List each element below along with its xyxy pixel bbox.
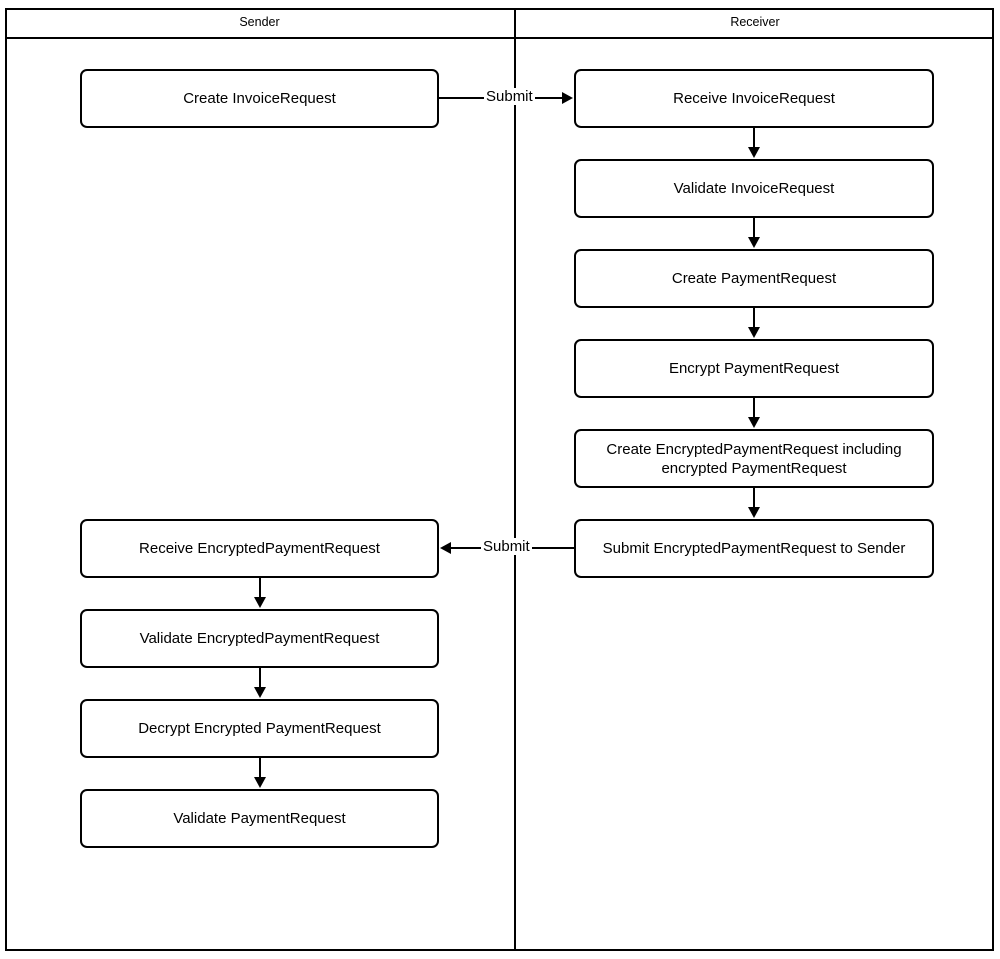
swimlane-header-divider <box>5 37 994 39</box>
connector-r5-to-r6 <box>748 488 760 518</box>
connector-r3-to-r4 <box>748 308 760 338</box>
node-create-encryptedpaymentrequest[interactable]: Create EncryptedPaymentRequest including… <box>574 429 934 488</box>
node-create-invoicerequest[interactable]: Create InvoiceRequest <box>80 69 439 128</box>
swimlane-vertical-divider <box>514 8 516 951</box>
edge-label-submit-encryptedpaymentrequest: Submit <box>481 538 532 555</box>
edge-label-submit-invoicerequest: Submit <box>484 88 535 105</box>
connector-s2-to-s3 <box>254 578 266 608</box>
connector-r4-to-r5 <box>748 398 760 428</box>
node-submit-encryptedpaymentrequest-to-sender[interactable]: Submit EncryptedPaymentRequest to Sender <box>574 519 934 578</box>
node-decrypt-encrypted-paymentrequest[interactable]: Decrypt Encrypted PaymentRequest <box>80 699 439 758</box>
node-validate-encryptedpaymentrequest[interactable]: Validate EncryptedPaymentRequest <box>80 609 439 668</box>
node-validate-paymentrequest[interactable]: Validate PaymentRequest <box>80 789 439 848</box>
node-encrypt-paymentrequest[interactable]: Encrypt PaymentRequest <box>574 339 934 398</box>
lane-title-receiver: Receiver <box>730 15 780 29</box>
lane-title-sender: Sender <box>239 15 280 29</box>
connector-s4-to-s5 <box>254 758 266 788</box>
connector-s3-to-s4 <box>254 668 266 698</box>
connector-r1-to-r2 <box>748 128 760 158</box>
node-validate-invoicerequest[interactable]: Validate InvoiceRequest <box>574 159 934 218</box>
node-create-paymentrequest[interactable]: Create PaymentRequest <box>574 249 934 308</box>
connector-r2-to-r3 <box>748 218 760 248</box>
node-receive-encryptedpaymentrequest[interactable]: Receive EncryptedPaymentRequest <box>80 519 439 578</box>
node-receive-invoicerequest[interactable]: Receive InvoiceRequest <box>574 69 934 128</box>
